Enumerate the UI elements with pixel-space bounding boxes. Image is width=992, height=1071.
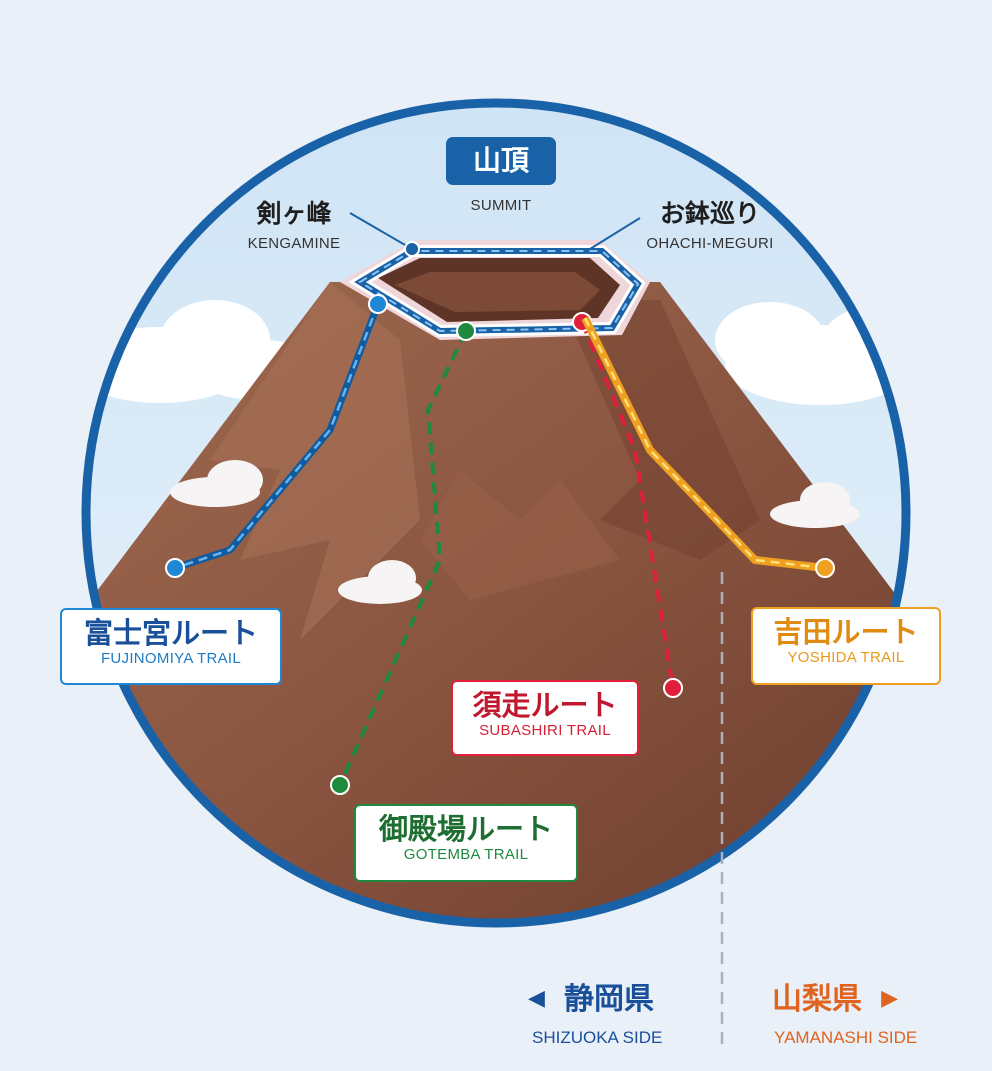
subashiri-start-marker (663, 678, 683, 698)
yamanashi-side-header: 山梨県 ▶ (772, 982, 942, 1017)
yoshida-jp-label: 吉田ルート (773, 615, 919, 649)
yamanashi-en-label: YAMANASHI SIDE (774, 1028, 918, 1047)
fujinomiya-trail-dash (174, 303, 380, 570)
yoshida-en-label: YOSHIDA TRAIL (787, 649, 905, 666)
map-ring (81, 98, 911, 928)
summit-en-label: SUMMIT (470, 197, 532, 214)
ohachi-jp-label: お鉢巡り (659, 199, 760, 228)
fujinomiya-jp-label: 富士宮ルート (83, 616, 258, 650)
shizuoka-arrow-icon: ◀ (528, 986, 545, 1011)
yamanashi-jp-label: 山梨県 (772, 982, 862, 1017)
yoshida-trail-dash (583, 317, 826, 570)
subashiri-en-label: SUBASHIRI TRAIL (479, 722, 611, 739)
gotemba-start-marker (330, 775, 350, 795)
subashiri-jp-label: 須走ルート (472, 688, 618, 722)
shizuoka-en-label: SHIZUOKA SIDE (532, 1028, 663, 1047)
fujinomiya-en-label: FUJINOMIYA TRAIL (100, 650, 242, 667)
ohachi-leader (589, 217, 641, 250)
crater-inner (395, 272, 600, 312)
gotemba-jp-label: 御殿場ルート (378, 812, 553, 846)
mountain-shade-left (210, 282, 420, 640)
summit-badge: 山頂 (446, 137, 556, 185)
subashiri-label-box[interactable]: 須走ルート SUBASHIRI TRAIL (451, 680, 639, 756)
kengamine-marker (404, 241, 420, 257)
kengamine-en-label: KENGAMINE (247, 235, 341, 252)
fujinomiya-label-box[interactable]: 富士宮ルート FUJINOMIYA TRAIL (60, 608, 282, 685)
yoshida-start-marker (815, 558, 835, 578)
gotemba-label-box[interactable]: 御殿場ルート GOTEMBA TRAIL (354, 804, 578, 882)
gotemba-en-label: GOTEMBA TRAIL (403, 846, 529, 863)
yoshida-label-box[interactable]: 吉田ルート YOSHIDA TRAIL (751, 607, 941, 685)
subashiri-trail-line (580, 321, 675, 689)
gotemba-trail-line (338, 330, 468, 786)
fujinomiya-start-marker (165, 558, 185, 578)
gotemba-summit-marker (456, 321, 476, 341)
yamanashi-arrow-icon: ▶ (881, 986, 899, 1011)
shizuoka-jp-label: 静岡県 (564, 982, 655, 1017)
fujinomiya-summit-marker (368, 294, 388, 314)
shizuoka-side-header: ◀ 静岡県 (528, 982, 688, 1017)
ohachi-en-label: OHACHI-MEGURI (646, 235, 774, 252)
mountain-clouds (170, 460, 860, 604)
mountain-ridge-mid (420, 470, 620, 600)
kengamine-leader (349, 212, 413, 250)
kengamine-jp-label: 剣ヶ峰 (256, 199, 332, 228)
